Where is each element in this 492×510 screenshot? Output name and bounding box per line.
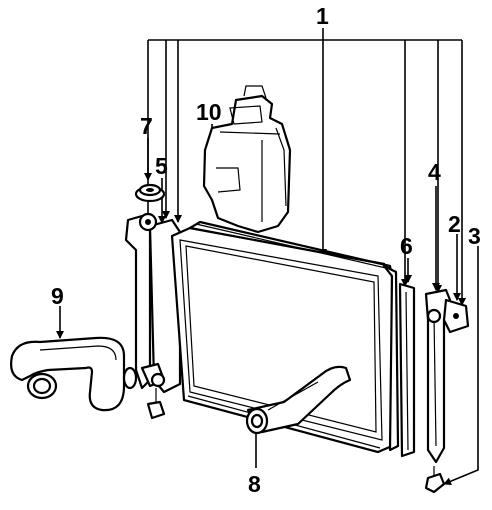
- callout-labels: 1 2 3 4 5 6 7 8 9 10: [51, 3, 481, 497]
- callout-10: 10: [196, 99, 222, 125]
- callout-4: 4: [428, 159, 441, 185]
- radiator-cap: [134, 183, 166, 203]
- callout-2: 2: [448, 211, 461, 237]
- callout-1: 1: [316, 3, 329, 29]
- callout-6: 6: [400, 233, 413, 259]
- callout-5: 5: [155, 153, 168, 179]
- left-tank-bracket: [124, 212, 182, 420]
- seal-strip: [398, 282, 416, 458]
- lower-hose: [245, 365, 352, 435]
- upper-hose: [10, 336, 138, 412]
- right-bracket: [424, 288, 452, 464]
- mount-bolt: [424, 466, 446, 494]
- callout-7: 7: [140, 113, 153, 139]
- coolant-reservoir: [202, 85, 292, 234]
- callout-9: 9: [51, 283, 64, 309]
- callout-8: 8: [248, 471, 261, 497]
- right-mount: [426, 298, 470, 334]
- callout-3: 3: [468, 223, 481, 249]
